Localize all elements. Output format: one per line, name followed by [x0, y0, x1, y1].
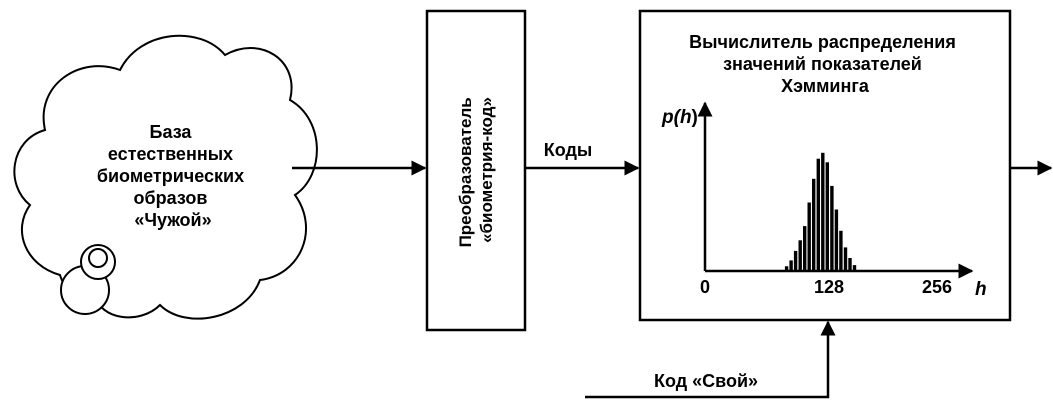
x-tick-128: 128 [814, 277, 844, 297]
histogram-x-label: h [975, 279, 987, 300]
cloud-text-line-5: «Чужой» [134, 210, 211, 230]
svg-text:Преобразователь «биометр: Преобразователь «биометрия-код» [456, 93, 496, 248]
histogram-bar [784, 266, 789, 271]
histogram-bar [793, 250, 798, 271]
histogram-y-label: p(h) [661, 107, 698, 128]
converter-box: Преобразователь «биометрия-код» [425, 9, 527, 332]
calculator-title-line-1: Вычислитель распределения [689, 32, 956, 52]
calculator-box: Вычислитель распределения значений показ… [638, 9, 1012, 322]
converter-label-line-1: Преобразователь [456, 97, 475, 247]
converter-frame [425, 9, 527, 332]
own-code-line [585, 320, 836, 399]
histogram-bar [834, 209, 839, 271]
cloud-text-line-3: биометрических [97, 166, 244, 186]
histogram-bar [825, 162, 829, 271]
histogram-bar [839, 230, 843, 271]
svg-text:Вычислитель распределения: Вычислитель распределения значений показ… [689, 32, 961, 96]
own-code-label: Код «Свой» [654, 371, 758, 391]
cloud-text-line-1: База [150, 122, 193, 142]
histogram-bar [807, 202, 811, 271]
histogram-bar [830, 185, 834, 271]
histogram-bar [848, 258, 852, 271]
x-tick-0: 0 [700, 277, 710, 297]
histogram-bars [784, 152, 857, 271]
thought-bubble-small [88, 248, 108, 268]
histogram-bar [843, 247, 848, 271]
histogram-bar [803, 226, 807, 271]
calculator-title-line-3: Хэмминга [781, 76, 870, 96]
histogram-bar [852, 265, 857, 271]
calculator-frame [638, 9, 1012, 322]
histogram-bar [816, 158, 820, 271]
histogram-bar [812, 178, 816, 271]
cloud-text-line-4: образов [134, 188, 208, 208]
converter-label-line-2: «биометрия-код» [477, 97, 496, 243]
histogram-bar [821, 152, 825, 271]
cloud-text-line-2: естественных [108, 144, 233, 164]
histogram-bar [789, 260, 793, 271]
biometric-database-cloud: База естественных биометрических образов… [13, 34, 318, 320]
calculator-title-line-2: значений показателей [723, 54, 922, 74]
x-tick-256: 256 [922, 277, 952, 297]
svg-text:База естественных: База естественных биометрических образов… [97, 122, 249, 230]
codes-label: Коды [544, 140, 593, 160]
histogram-bar [798, 240, 802, 271]
